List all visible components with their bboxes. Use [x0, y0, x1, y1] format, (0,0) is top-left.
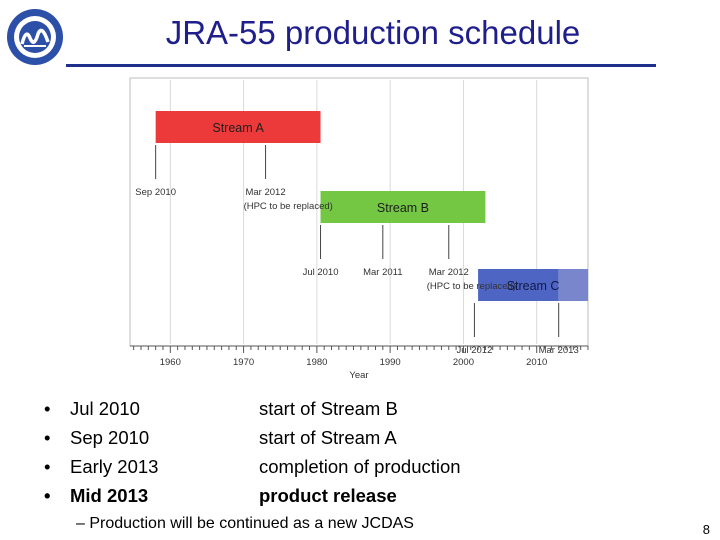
bullet-date: Jul 2010 — [70, 398, 140, 419]
bullet-date: Early 2013 — [70, 456, 159, 477]
stream-bar-tail — [558, 269, 588, 301]
x-tick-label: 1960 — [160, 357, 181, 368]
bullet-list: • Jul 2010 start of Stream B • Sep 2010 start… — [44, 398, 504, 514]
bullet-description: start of Stream B — [259, 398, 398, 419]
page-number: 8 — [702, 522, 710, 537]
bullet-dot: • — [44, 485, 51, 506]
x-tick-label: 1970 — [233, 357, 254, 368]
bullet-date: Mid 2013 — [70, 485, 149, 506]
bullet-description: product release — [259, 485, 397, 506]
stream-bar — [320, 191, 486, 223]
bullet-item: • Mid 2013 product release — [44, 485, 504, 514]
x-tick-label: 2000 — [453, 357, 474, 368]
bullet-description: start of Stream A — [259, 427, 397, 448]
marker-note: (HPC to be replaced) — [244, 201, 333, 212]
bullet-dot: • — [44, 427, 51, 448]
title-underline — [66, 64, 656, 67]
bullet-description: completion of production — [259, 456, 461, 477]
stream-bar — [478, 269, 559, 301]
stream-bar — [155, 111, 321, 143]
marker-label: Mar 2012 — [245, 187, 285, 198]
x-tick-label: 2010 — [526, 357, 547, 368]
marker-label: Jul 2012 — [456, 345, 492, 356]
marker-label: Sep 2010 — [135, 187, 176, 198]
bullet-item: • Early 2013 completion of production — [44, 456, 504, 485]
x-axis-label: Year — [349, 370, 368, 381]
stream-label: Stream C — [507, 279, 560, 293]
marker-note: (HPC to be replaced) — [427, 281, 516, 292]
bullet-item: • Jul 2010 start of Stream B — [44, 398, 504, 427]
x-axis: 1960 1970 1980 1990 2000 2010 — [130, 345, 589, 368]
bullet-date: Sep 2010 — [70, 427, 150, 448]
x-tick-label: 1980 — [306, 357, 327, 368]
sub-bullet: – Production will be continued as a new … — [76, 515, 414, 532]
marker-label: Mar 2012 — [429, 267, 469, 278]
bullet-item: • Sep 2010 start of Stream A — [44, 427, 504, 456]
x-tick-label: 1990 — [380, 357, 401, 368]
jma-logo — [7, 9, 63, 65]
marker-label: Mar 2013 — [539, 345, 579, 356]
marker-label: Mar 2011 — [363, 267, 402, 278]
stream-label: Stream B — [377, 201, 429, 215]
marker-label: Jul 2010 — [303, 267, 339, 278]
bullet-dot: • — [44, 456, 51, 477]
bullet-dot: • — [44, 398, 51, 419]
slide-title: JRA-55 production schedule — [165, 14, 581, 51]
stream-label: Stream A — [212, 121, 264, 135]
chart-bars: Stream A Stream B Stream C — [155, 111, 588, 301]
